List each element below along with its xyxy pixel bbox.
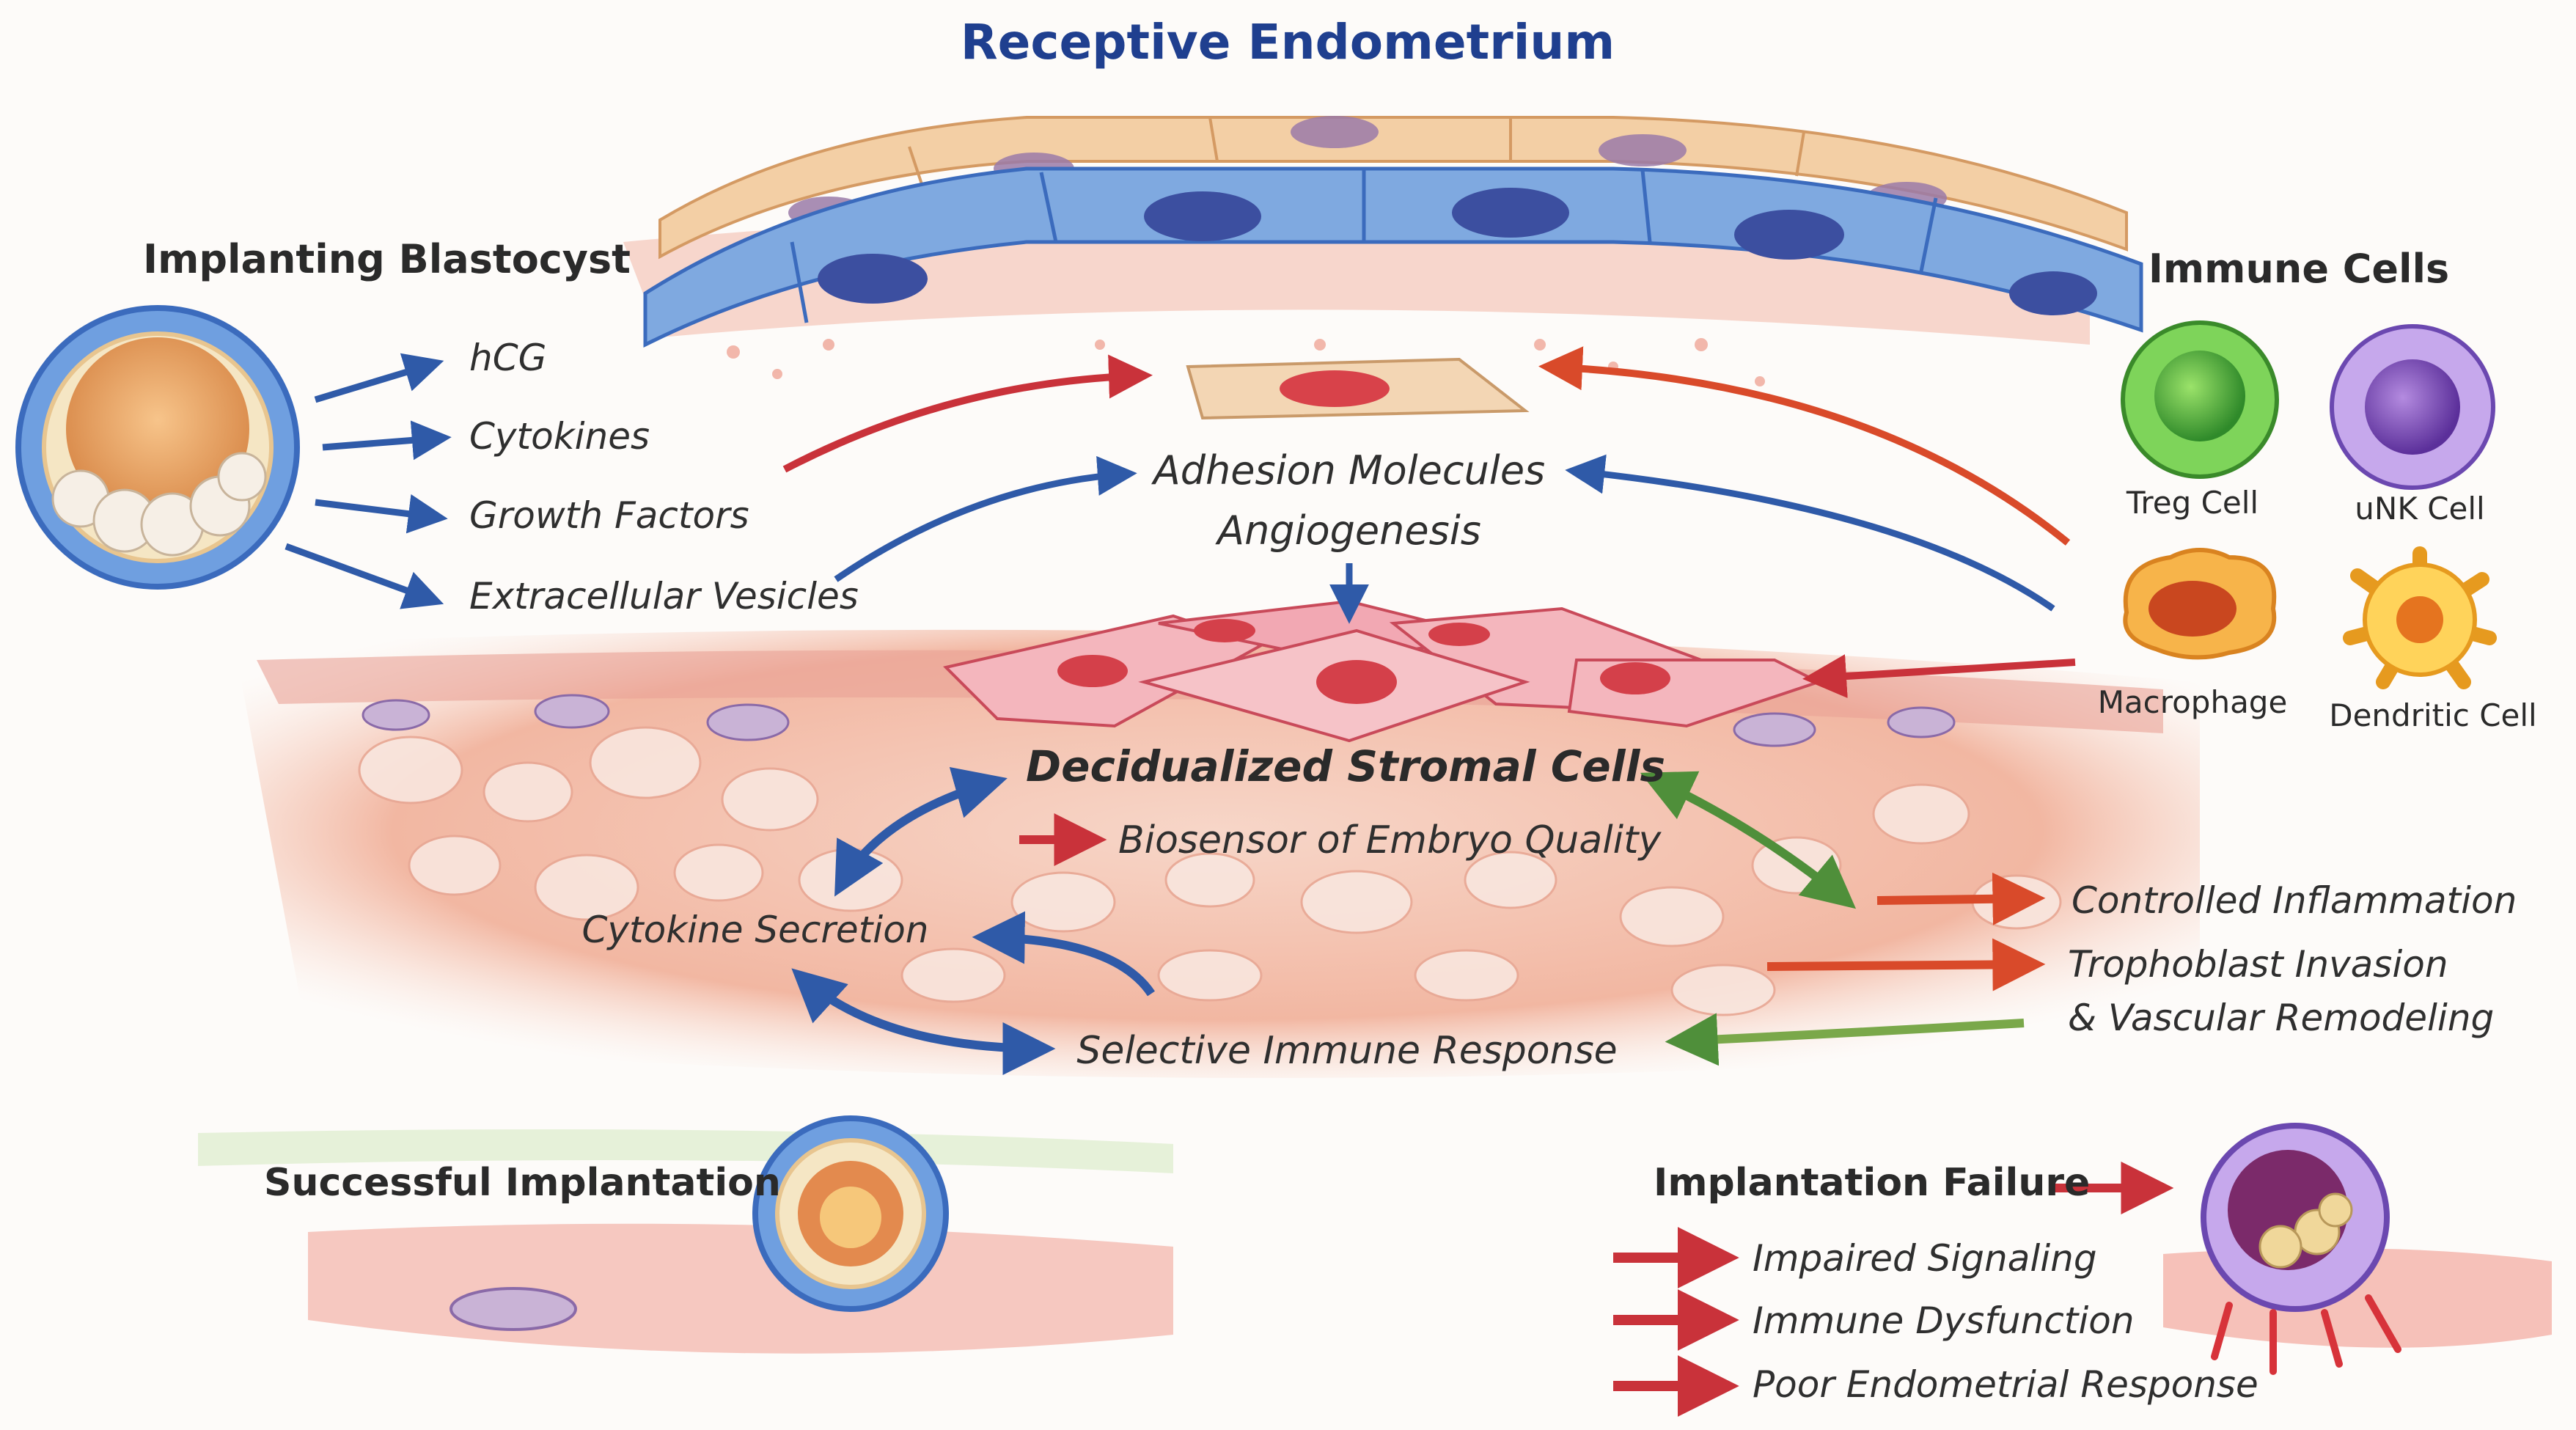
controlled-inflammation-label: Controlled Inflammation <box>2072 879 2517 922</box>
success-heading: Successful Implantation <box>264 1161 781 1205</box>
immune-response-label: Selective Immune Response <box>1076 1029 1617 1073</box>
trophoblast-label-1: Trophoblast Invasion <box>2068 943 2448 986</box>
immune-heading: Immune Cells <box>2148 246 2449 292</box>
arrow-blue-right <box>1565 454 2055 612</box>
arrow-immune-to-stroma <box>1802 654 2076 699</box>
arrow-green-stromal-outcome <box>1640 771 1857 909</box>
implantation-failure-scene <box>2163 1123 2552 1375</box>
arrow-cytokine-stromal <box>834 766 1008 897</box>
diagram-title: Receptive Endometrium <box>961 14 1615 70</box>
arrow-red-right <box>1538 346 2071 546</box>
successful-implantation-scene <box>198 1115 1173 1354</box>
failure-cause-signaling: Impaired Signaling <box>1753 1237 2097 1280</box>
dendritic-cell-image <box>2343 546 2497 689</box>
arrow-trophoblast <box>1766 938 2046 991</box>
label-dendritic: Dendritic Cell <box>2329 697 2536 733</box>
trophoblast-label-2: & Vascular Remodeling <box>2068 997 2494 1039</box>
signal-extracellular-vesicles: Extracellular Vesicles <box>469 575 859 617</box>
signal-growth-factors: Growth Factors <box>469 494 749 537</box>
arrow-green-back <box>1665 1013 2025 1066</box>
arrow-controlled <box>1876 872 2046 925</box>
unk-cell-image <box>2330 324 2495 490</box>
stromal-heading: Decidualized Stromal Cells <box>1026 741 1665 791</box>
adhesion-molecules-label: Adhesion Molecules <box>1151 447 1545 494</box>
arrow-cytokine-immune <box>791 968 1056 1075</box>
label-treg: Treg Cell <box>2126 485 2258 521</box>
angiogenesis-label: Angiogenesis <box>1215 507 1481 554</box>
signal-cytokines: Cytokines <box>469 415 650 458</box>
label-unk: uNK Cell <box>2355 491 2484 527</box>
biosensor-label: Biosensor of Embryo Quality <box>1118 818 1662 862</box>
failure-cause-immune: Immune Dysfunction <box>1753 1299 2135 1342</box>
failure-cause-arrows <box>1613 1227 1739 1417</box>
label-macrophage: Macrophage <box>2098 684 2288 720</box>
blastocyst-signal-arrows <box>285 353 452 609</box>
failure-cause-endometrial: Poor Endometrial Response <box>1753 1363 2258 1406</box>
adhesion-cell <box>1186 357 1530 420</box>
blastocyst-heading: Implanting Blastocyst <box>143 236 631 282</box>
arrow-stromal-to-cytokine <box>972 911 1155 997</box>
epithelium-layer <box>643 116 2143 348</box>
implanting-blastocyst-image <box>15 305 300 590</box>
arrow-blue-left <box>834 455 1137 582</box>
cytokine-secretion-label: Cytokine Secretion <box>582 909 929 951</box>
treg-cell-image <box>2121 320 2279 479</box>
decidualized-stromal-cells <box>943 599 1823 743</box>
failure-heading: Implantation Failure <box>1654 1161 2090 1205</box>
arrow-red-left <box>782 354 1153 473</box>
macrophage-image <box>2123 548 2277 660</box>
signal-hcg: hCG <box>469 337 546 379</box>
